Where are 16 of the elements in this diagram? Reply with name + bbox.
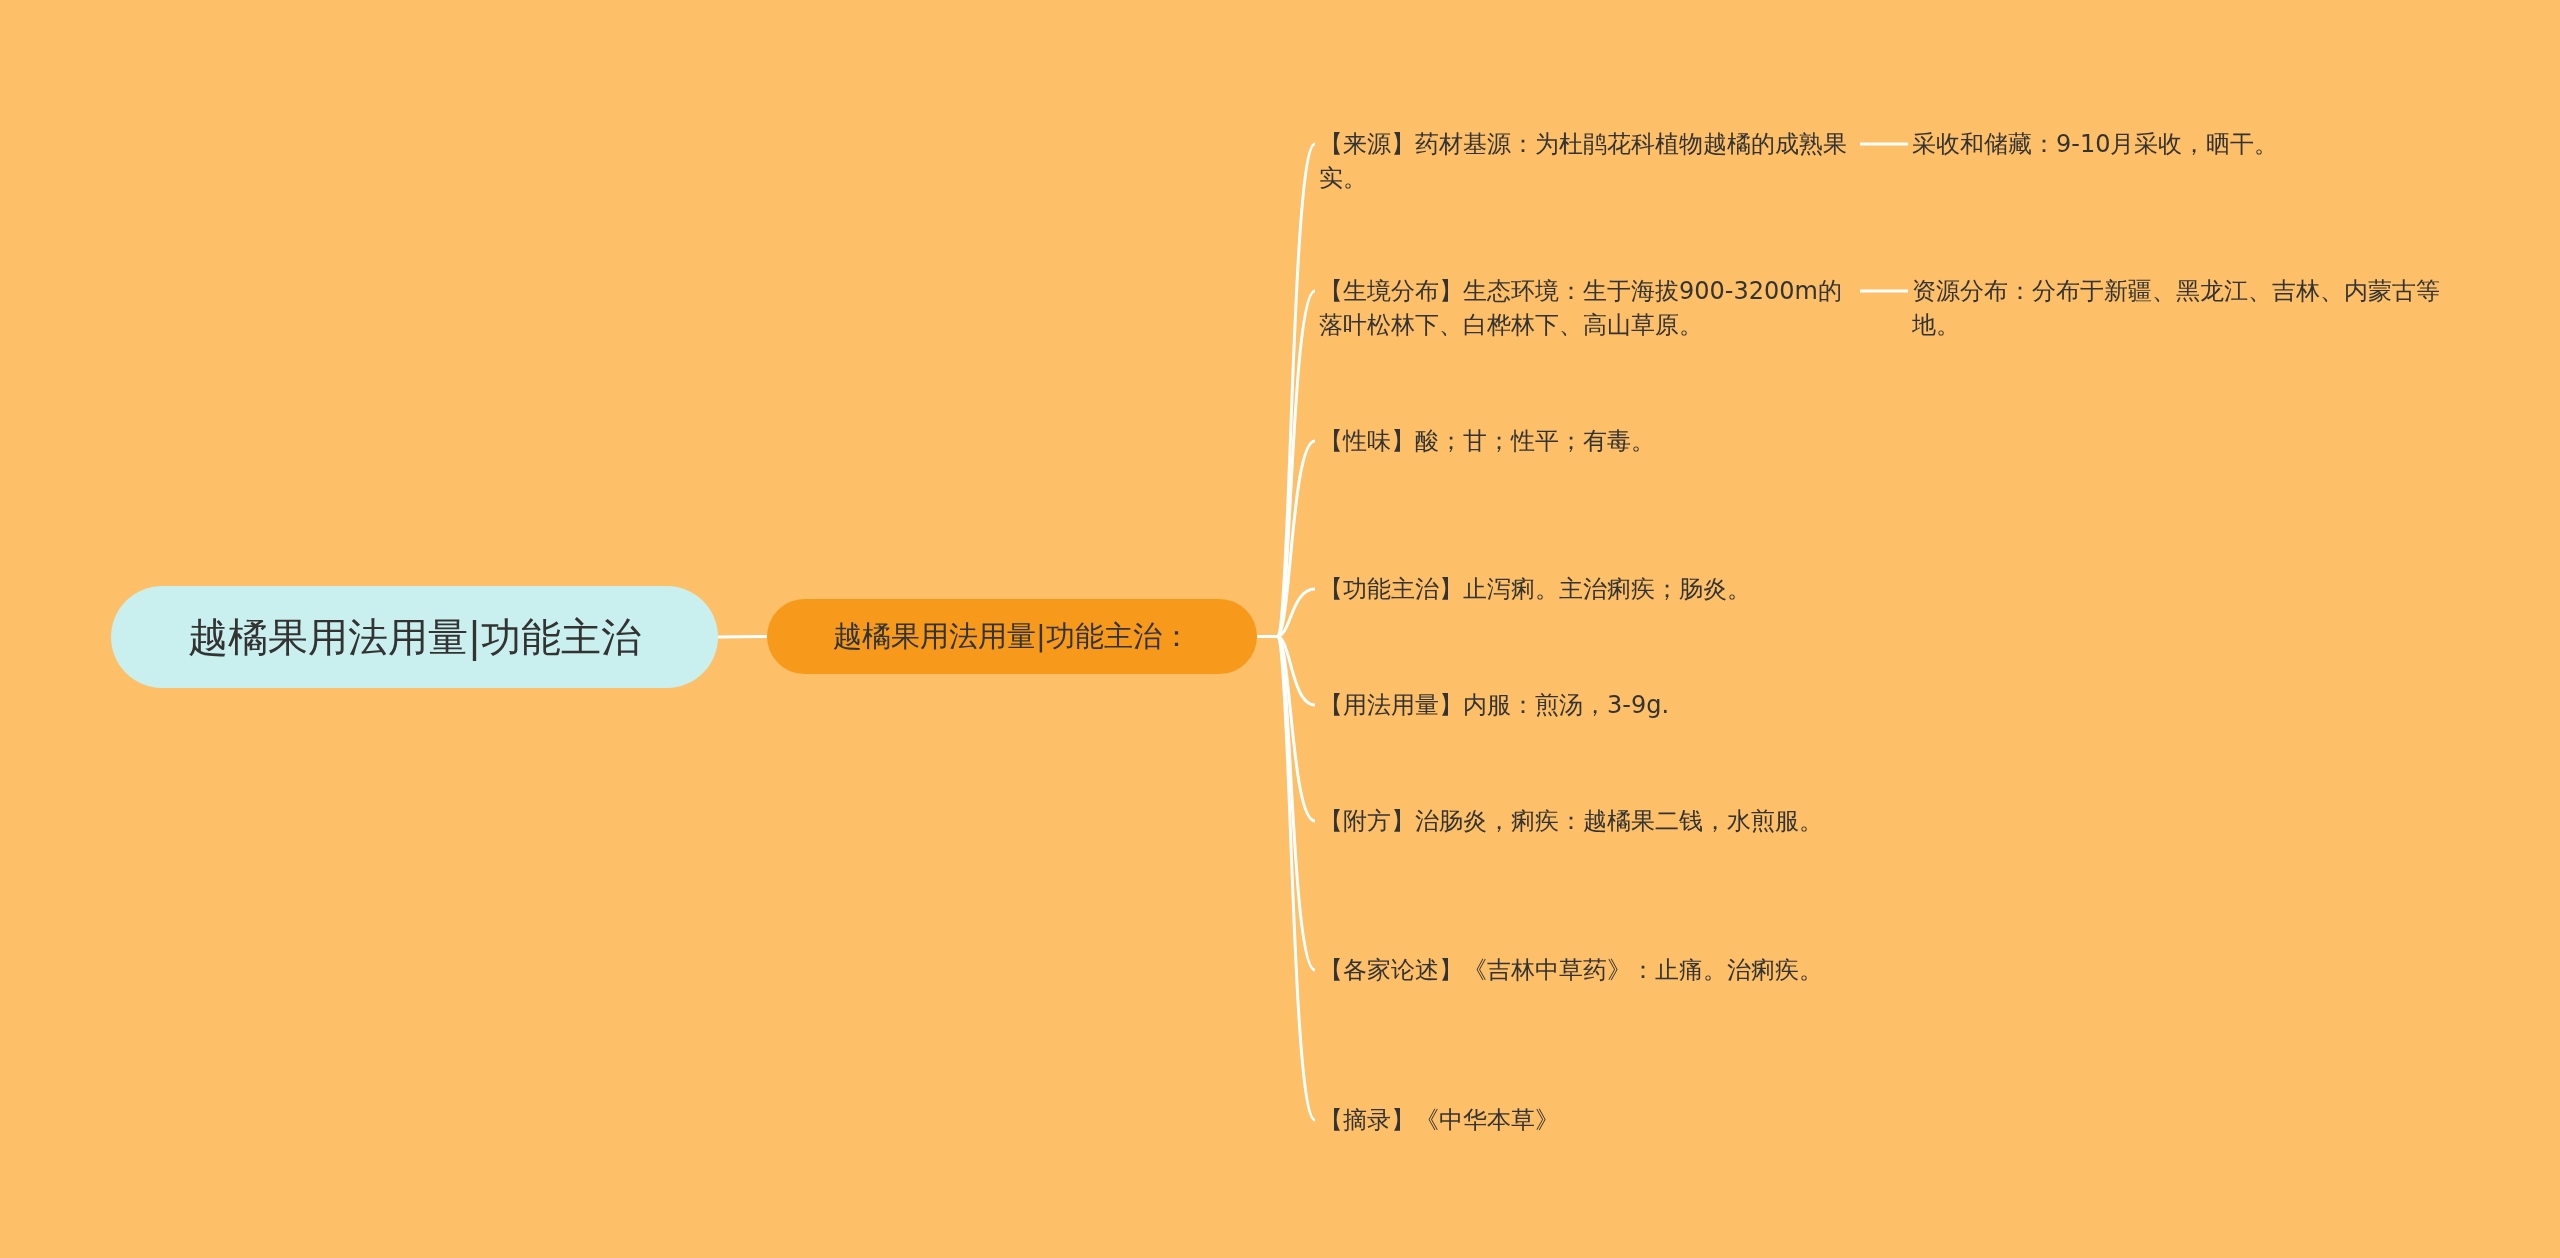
topic-box: 越橘果用法用量|功能主治 [111,586,718,688]
branch-text: 【性味】酸；甘；性平；有毒。 [1315,424,1860,458]
branch-text: 【功能主治】止泻痢。主治痢疾；肠炎。 [1315,572,1860,606]
branch-text: 【摘录】《中华本草》 [1315,1103,1860,1137]
branch-text: 【来源】药材基源：为杜鹃花科植物越橘的成熟果实。 [1315,127,1860,195]
connector-line [1257,635,1317,1121]
branch-text: 【生境分布】生态环境：生于海拔900-3200m的落叶松林下、白桦林下、高山草原。 [1315,274,1860,342]
connector-line [718,635,767,639]
branch-text: 【各家论述】《吉林中草药》：止痛。治痢疾。 [1315,953,1860,987]
branch-text: 采收和储藏：9-10月采收，晒干。 [1908,127,2453,161]
topic-box: 越橘果用法用量|功能主治： [767,599,1257,674]
branch-text: 资源分布：分布于新疆、黑龙江、吉林、内蒙古等地。 [1908,274,2453,342]
branch-text: 【附方】治肠炎，痢疾：越橘果二钱，水煎服。 [1315,804,1860,838]
connector-line [1860,289,1908,293]
connector-line [1860,142,1908,146]
branch-text: 【用法用量】内服：煎汤，3-9g. [1315,688,1860,722]
